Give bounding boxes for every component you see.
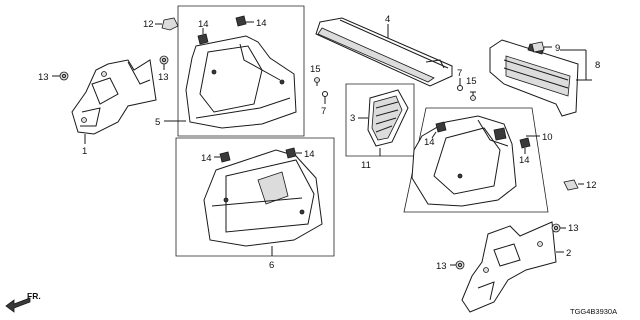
- nut-13-lower: [450, 260, 465, 270]
- pin-7-right: [457, 78, 463, 91]
- clip-12-upper: [155, 17, 179, 31]
- callout-10: 10: [542, 132, 553, 143]
- clip-14-d: [285, 147, 302, 159]
- callout-2: 2: [566, 248, 571, 259]
- nut-13-right: [551, 223, 566, 233]
- part-5-trunk-side-lining: [164, 35, 297, 129]
- callout-14-a: 14: [198, 19, 209, 30]
- callout-9: 9: [555, 43, 560, 54]
- clip-14-c: [214, 151, 231, 163]
- clip-14-b: [235, 15, 254, 27]
- callout-1: 1: [82, 146, 87, 157]
- clip-14-a: [197, 28, 209, 45]
- diagram-code: TGG4B3930A: [570, 307, 617, 316]
- clip-12-right: [563, 179, 584, 191]
- callout-12-right: 12: [586, 180, 597, 191]
- nut-13-upper: [159, 55, 169, 70]
- part-2-lower-lining: [461, 221, 564, 313]
- part-8-rear-garnish: [489, 39, 592, 117]
- nut-13-left: [52, 71, 69, 81]
- pin-7-left: [322, 91, 328, 104]
- part-3-vent-grille: [358, 89, 409, 156]
- clip-14-f: [519, 137, 531, 154]
- callout-11: 11: [361, 160, 371, 171]
- group-box-5: [177, 5, 305, 137]
- part-6-trunk-side-lining: [203, 149, 323, 256]
- callout-13-lower: 13: [436, 261, 447, 272]
- group-box-10: [403, 107, 549, 213]
- group-box-6: [175, 137, 335, 257]
- clip-9: [531, 41, 552, 53]
- front-direction-label: FR.: [27, 291, 41, 301]
- callout-14-b: 14: [256, 18, 267, 29]
- callout-14-e: 14: [424, 137, 435, 148]
- callout-14-d: 14: [304, 149, 315, 160]
- callout-6: 6: [269, 260, 274, 271]
- clip-14-e: [431, 121, 447, 139]
- callout-15-left: 15: [310, 64, 321, 75]
- callout-14-f: 14: [519, 155, 530, 166]
- callout-12-upper: 12: [143, 19, 154, 30]
- callout-13-upper: 13: [158, 72, 169, 83]
- front-direction-arrow: [5, 297, 31, 313]
- part-1-left-lining: [71, 59, 157, 144]
- callout-4: 4: [385, 14, 390, 25]
- callout-5: 5: [155, 117, 160, 128]
- screw-15-b: [470, 91, 476, 101]
- callout-7-left: 7: [321, 106, 326, 117]
- part-10-trunk-side-lining: [411, 115, 540, 207]
- callout-15-right: 15: [466, 76, 477, 87]
- part-4-tray: [315, 17, 453, 87]
- callout-3: 3: [350, 113, 355, 124]
- callout-14-c: 14: [201, 153, 212, 164]
- callout-8: 8: [595, 60, 600, 71]
- callout-13-right: 13: [568, 223, 579, 234]
- screw-15-a: [314, 77, 320, 86]
- callout-7-right: 7: [457, 68, 462, 79]
- callout-13-left: 13: [38, 72, 49, 83]
